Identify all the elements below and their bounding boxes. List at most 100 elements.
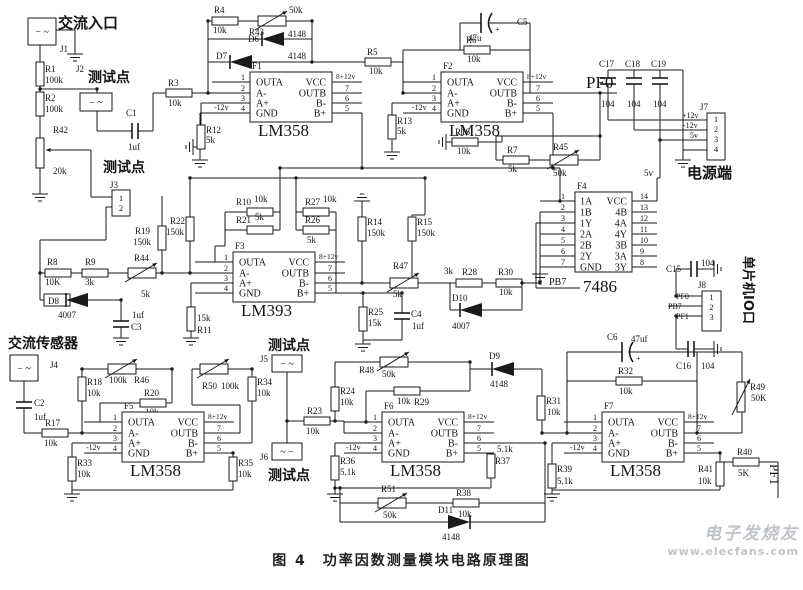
value-R7: 5k: [508, 164, 518, 174]
value-D6: 4148: [288, 29, 307, 39]
pin-OUTB: OUTB: [431, 429, 459, 440]
ground-icon: [532, 272, 548, 282]
label: 8+12v: [336, 72, 355, 81]
ground-icon: [327, 492, 343, 502]
ref-R18: R18: [87, 377, 103, 387]
label: 6: [328, 274, 332, 283]
ground-icon: [185, 139, 194, 155]
pin-B+: B+: [505, 109, 518, 120]
value-R21: 5k: [255, 212, 265, 222]
ref-R41: R41: [698, 464, 713, 474]
ref-C19: C19: [651, 59, 667, 69]
label: 3: [113, 434, 117, 443]
label: 14: [640, 192, 648, 201]
ref-R4: R4: [214, 5, 225, 15]
label-J4: J4: [50, 360, 59, 370]
label: 2: [714, 124, 718, 134]
resistor-R4: R4 10k: [211, 5, 239, 35]
value-R46: 100k: [109, 375, 128, 385]
label-J1: J1: [60, 44, 68, 54]
ref-C4: C4: [411, 309, 422, 319]
ground-icon: [354, 193, 370, 203]
pin-1B: 1B: [580, 208, 592, 219]
ground-icon: [675, 158, 691, 168]
ref-R42: R42: [53, 125, 68, 135]
label: 5: [536, 104, 540, 113]
pin-OUTB: OUTB: [171, 429, 199, 440]
label: 7: [345, 84, 349, 93]
label-5v: 5v: [690, 131, 698, 140]
label: 4: [373, 444, 377, 453]
value-C15: 104: [701, 258, 715, 268]
figure-caption: 图 4 功率因数测量模块电路原理图: [272, 553, 531, 569]
value-R45: 50k: [553, 168, 567, 178]
label: 11: [640, 225, 648, 234]
pin-OUTB: OUTB: [490, 89, 518, 100]
value-C1: 1uf: [128, 142, 140, 152]
value-R25: 15k: [368, 318, 382, 328]
label: 2: [241, 84, 245, 93]
value-R4: 10k: [213, 25, 227, 35]
label: 2: [224, 264, 228, 273]
label: 7: [697, 424, 701, 433]
value-D10: 4007: [452, 321, 471, 331]
label: 5: [345, 104, 349, 113]
ref-R35: R35: [238, 458, 254, 468]
label-J2: J2: [76, 64, 84, 74]
ref-F2: F2: [443, 61, 453, 71]
ref-R50: R50: [202, 381, 218, 391]
value-R48: 50k: [382, 369, 396, 379]
pin-OUTA: OUTA: [128, 418, 156, 429]
ref-D8: D8: [48, 296, 59, 306]
ref-R10: R10: [236, 197, 252, 207]
connector-TP1: − ~: [79, 92, 113, 112]
ref-R30: R30: [498, 267, 514, 277]
pin-B+: B+: [297, 289, 310, 300]
value-D11: 4148: [442, 532, 461, 542]
label: 6: [697, 434, 701, 443]
ref-F6: F6: [384, 401, 394, 411]
value-R33: 10k: [77, 469, 91, 479]
pin-GND: GND: [256, 109, 278, 120]
value-C19: 104: [653, 99, 667, 109]
value-R18: 10k: [87, 388, 101, 398]
ref-R7: R7: [507, 145, 518, 155]
label: 3: [709, 312, 713, 322]
label: 8+12v: [208, 412, 227, 421]
value-R6: 10k: [467, 54, 481, 64]
ref-C1: C1: [126, 108, 137, 118]
label: 4: [241, 104, 245, 113]
pin-A+: A+: [388, 439, 401, 450]
value-R22: 150k: [166, 227, 185, 237]
label: 3: [224, 274, 228, 283]
pin-GND: GND: [447, 109, 469, 120]
ground-icon: [713, 261, 722, 277]
value-R38: 10k: [458, 509, 472, 519]
pin-OUTB: OUTB: [651, 429, 679, 440]
ref-R39: R39: [557, 464, 573, 474]
label: 8+12v: [527, 72, 546, 81]
pin-GND: GND: [608, 449, 630, 460]
value-R40: 5K: [738, 468, 750, 478]
value-C3: 1uf: [132, 310, 144, 320]
value-C16: 104: [701, 361, 715, 371]
label: − ~: [35, 27, 49, 38]
label: 1: [561, 192, 565, 201]
connector-J6: ~ −: [271, 442, 303, 461]
label: 6: [345, 94, 349, 103]
